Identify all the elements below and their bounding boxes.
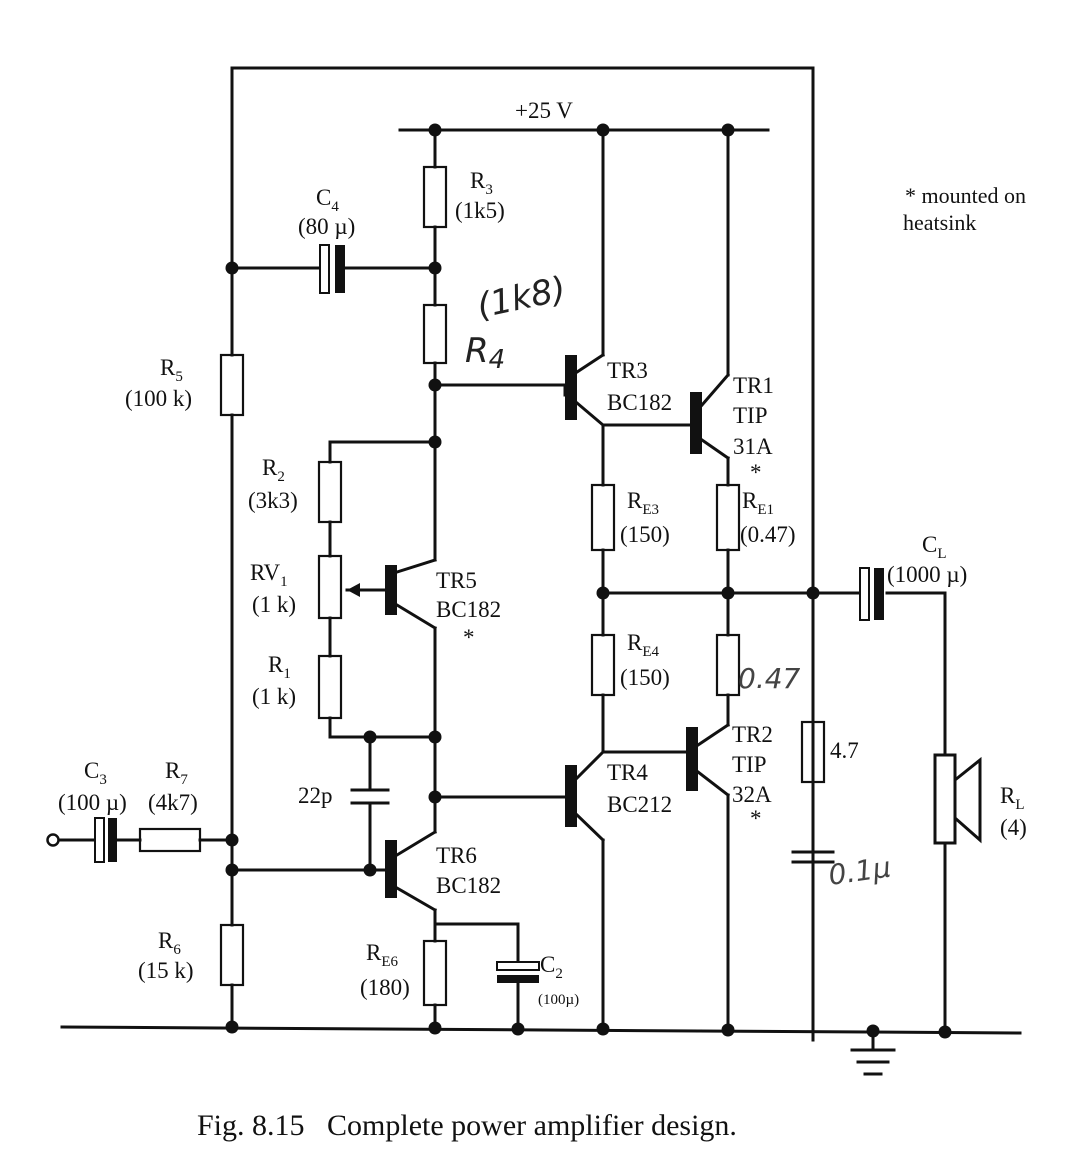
capacitors	[94, 244, 884, 983]
resistor-r7	[138, 827, 202, 853]
resistor-r4	[422, 303, 448, 365]
c4-value: (80 µ)	[298, 214, 355, 239]
rv1-value: (1 k)	[252, 592, 296, 617]
resistor-r1	[317, 654, 343, 720]
r6-value: (15 k)	[138, 958, 194, 983]
resistor-r5	[219, 353, 245, 417]
resistor-r2	[317, 460, 343, 524]
r1-value: (1 k)	[252, 684, 296, 709]
tr5-mark: *	[463, 625, 475, 650]
rl-value: (4)	[1000, 815, 1027, 840]
tr6-part: BC182	[436, 873, 501, 898]
c4-label: C4	[316, 185, 339, 215]
resistor-re6	[422, 939, 448, 1007]
resistor-re3	[590, 483, 616, 552]
r6-label: R6	[158, 928, 181, 958]
re6-value: (180)	[360, 975, 410, 1000]
capacitor-cl	[859, 567, 884, 621]
heatsink-note-line2: heatsink	[903, 210, 976, 235]
junction-dots	[225, 123, 952, 1039]
rv1-label: RV1	[250, 560, 288, 590]
tr2-label: TR2	[732, 722, 773, 747]
input-terminal-icon	[46, 833, 60, 847]
c2-label: C2	[540, 952, 563, 982]
tr2-mark: *	[750, 806, 762, 831]
tr5-part: BC182	[436, 597, 501, 622]
re1-value: (0.47)	[740, 522, 796, 547]
r5-value: (100 k)	[125, 386, 192, 411]
potentiometer-rv1	[317, 554, 343, 620]
c3-value: (100 µ)	[58, 790, 127, 815]
capacitor-22p	[350, 788, 390, 805]
rl-label: RL	[1000, 783, 1025, 813]
tr6-label: TR6	[436, 843, 477, 868]
tr1-part1: TIP	[733, 403, 768, 428]
r5-label: R5	[160, 355, 183, 385]
tr4-label: TR4	[607, 760, 648, 785]
r3-value: (1k5)	[455, 198, 505, 223]
resistor-re2	[715, 633, 741, 697]
tr2-part1: TIP	[732, 752, 767, 777]
transistor-tr3	[565, 352, 606, 428]
transistor-tr2	[686, 722, 731, 798]
supply-label: +25 V	[515, 98, 573, 123]
capacitor-c3	[94, 817, 117, 863]
transistor-tr1	[690, 372, 731, 461]
cl-value: (1000 µ)	[887, 562, 967, 587]
tr5-label: TR5	[436, 568, 477, 593]
zobel-capacitor-value: 0.1µ	[826, 851, 892, 892]
re3-label: RE3	[627, 488, 659, 518]
r4-value: (1k8)	[474, 269, 570, 327]
re4-value: (150)	[620, 665, 670, 690]
r1-label: R1	[268, 652, 291, 682]
capacitor-c2	[496, 961, 540, 983]
wires	[56, 66, 1022, 1076]
tr3-part: BC182	[607, 390, 672, 415]
r3-label: R3	[470, 168, 493, 198]
tr2-part2: 32A	[732, 782, 772, 807]
resistor-r3	[422, 165, 448, 229]
transistor-tr5	[385, 558, 438, 631]
resistor-r6	[219, 923, 245, 987]
capacitor-c4	[319, 244, 345, 294]
re2-value: 0.47	[738, 662, 801, 695]
re6-label: RE6	[366, 940, 399, 970]
heatsink-note-line1: * mounted on	[905, 183, 1026, 208]
figure-caption: Fig. 8.15 Complete power amplifier desig…	[197, 1109, 737, 1142]
c22p-label: 22p	[298, 783, 333, 808]
tr4-part: BC212	[607, 792, 672, 817]
speaker-rl	[933, 753, 982, 845]
tr1-label: TR1	[733, 373, 774, 398]
resistors	[138, 165, 826, 1007]
c3-label: C3	[84, 758, 107, 788]
r2-value: (3k3)	[248, 488, 298, 513]
resistor-re4	[590, 633, 616, 697]
r2-label: R2	[262, 455, 285, 485]
tr1-part2: 31A	[733, 434, 773, 459]
tr3-label: TR3	[607, 358, 648, 383]
re1-label: RE1	[742, 488, 774, 518]
re4-label: RE4	[627, 630, 660, 660]
transistors	[385, 352, 731, 913]
tr1-mark: *	[750, 460, 762, 485]
cl-label: CL	[922, 532, 947, 562]
potentiometer-wiper-arrow	[347, 583, 360, 597]
re3-value: (150)	[620, 522, 670, 547]
c2-value: (100µ)	[538, 992, 579, 1008]
r7-value: (4k7)	[148, 790, 198, 815]
transistor-tr4	[565, 749, 606, 843]
r7-label: R7	[165, 758, 188, 788]
transistor-tr6	[385, 829, 438, 913]
r4-label: R4	[465, 331, 505, 375]
capacitor-zobel	[791, 850, 835, 864]
resistor-re1	[715, 483, 741, 552]
zobel-resistor-value: 4.7	[830, 738, 859, 763]
